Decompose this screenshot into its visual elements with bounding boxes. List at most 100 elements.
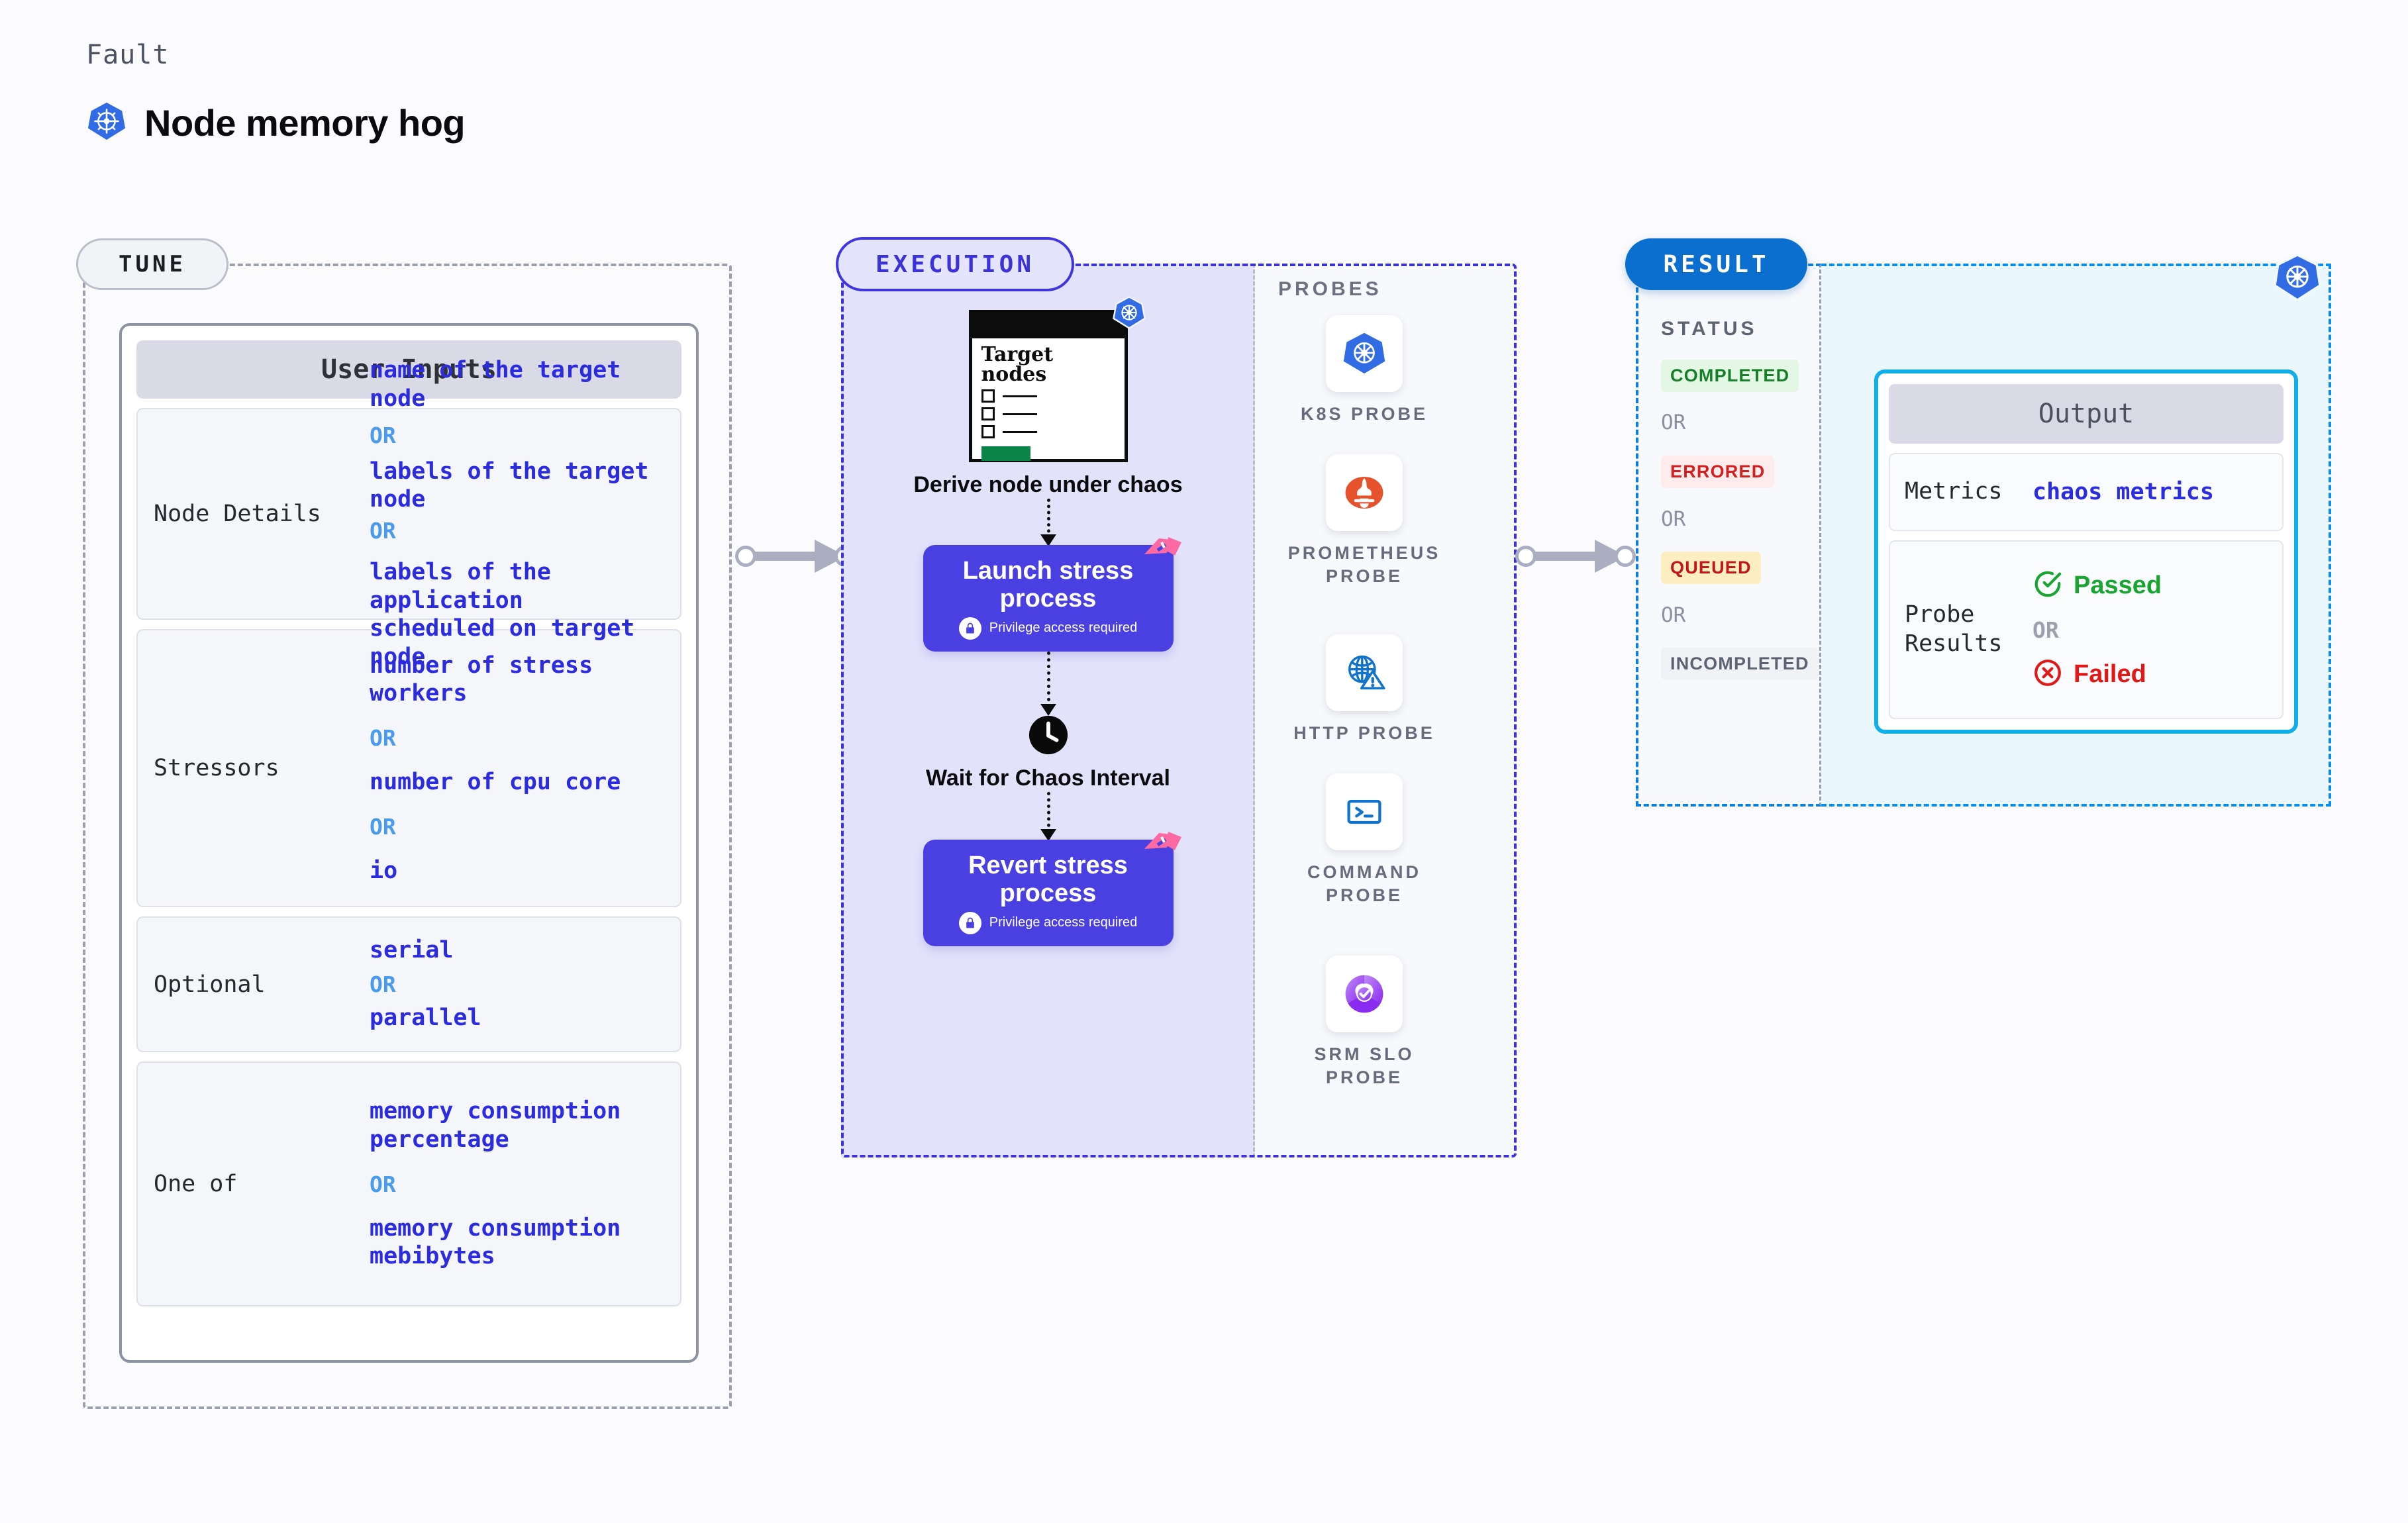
row-label: Node Details bbox=[154, 501, 321, 527]
user-inputs-title: User Inputs bbox=[136, 340, 681, 399]
probe-http[interactable]: HTTP PROBE bbox=[1278, 634, 1450, 745]
tune-dashed-border bbox=[83, 264, 732, 1409]
check-circle-icon bbox=[2032, 569, 2063, 603]
row-values: serial OR parallel bbox=[370, 936, 680, 1032]
status-badge-incompleted: INCOMPLETED bbox=[1661, 648, 1819, 680]
clock-icon bbox=[1028, 714, 1069, 756]
arrow-line bbox=[1046, 651, 1050, 714]
probe-result-passed: Passed bbox=[2032, 569, 2282, 603]
status-badge-completed: COMPLETED bbox=[1661, 360, 1799, 392]
row-values: number of stress workers OR number of cp… bbox=[370, 652, 680, 885]
row-values: memory consumption percentage OR memory … bbox=[370, 1097, 680, 1271]
or-separator: OR bbox=[370, 518, 396, 544]
privilege-note-text: Privilege access required bbox=[989, 915, 1138, 930]
value-text: number of cpu core bbox=[370, 769, 621, 795]
or-separator: OR bbox=[2032, 616, 2059, 643]
user-inputs-card: User Inputs Node Details name of the tar… bbox=[119, 323, 699, 1363]
or-separator: OR bbox=[370, 725, 396, 751]
kubernetes-icon bbox=[1112, 295, 1146, 333]
lock-icon bbox=[958, 911, 981, 934]
output-row-value: Passed OR Failed bbox=[2032, 569, 2282, 691]
line-placeholder bbox=[1002, 413, 1037, 415]
metrics-value: chaos metrics bbox=[2032, 478, 2214, 505]
green-status-bar bbox=[981, 446, 1030, 461]
output-title: Output bbox=[1889, 384, 2283, 444]
output-card: Output Metrics chaos metrics Probe Resul… bbox=[1874, 369, 2298, 734]
privilege-note-text: Privilege access required bbox=[989, 620, 1138, 636]
lock-icon bbox=[958, 616, 981, 640]
probe-label: PROMETHEUS PROBE bbox=[1287, 543, 1441, 587]
card-titlebar bbox=[972, 313, 1125, 338]
input-row-node-details: Node Details name of the target node OR … bbox=[136, 357, 681, 670]
value-text: io bbox=[370, 857, 398, 884]
fault-title: Node memory hog bbox=[144, 102, 466, 144]
value-text: parallel bbox=[370, 1005, 481, 1031]
or-separator: OR bbox=[370, 1171, 396, 1197]
or-separator: OR bbox=[1661, 507, 1686, 531]
result-section: RESULT STATUS COMPLETED OR ERRORED OR QU… bbox=[1625, 238, 2331, 807]
or-separator: OR bbox=[1661, 411, 1686, 434]
status-label: STATUS bbox=[1661, 318, 1758, 340]
row-label: Optional bbox=[154, 971, 266, 998]
revert-stress-process-title: Revert stress process bbox=[968, 851, 1128, 908]
connector-execution-result bbox=[1515, 540, 1642, 573]
connector-dot-left bbox=[1515, 546, 1536, 567]
connector-tune-execution bbox=[735, 540, 856, 573]
input-row-stressors: Stressors number of stress workers OR nu… bbox=[136, 629, 681, 907]
fault-title-row: Node memory hog bbox=[86, 101, 466, 145]
probe-prometheus[interactable]: PROMETHEUS PROBE bbox=[1278, 454, 1450, 588]
probe-k8s[interactable]: K8S PROBE bbox=[1278, 315, 1450, 426]
tune-pill-label: TUNE bbox=[76, 238, 228, 290]
passed-text: Passed bbox=[2074, 571, 2162, 599]
row-label: One of bbox=[154, 1171, 238, 1197]
kubernetes-icon bbox=[2272, 252, 2323, 303]
status-badge-errored: ERRORED bbox=[1661, 456, 1775, 488]
execution-dashed-border bbox=[841, 264, 1517, 1157]
launch-stress-process-card[interactable]: Launch stress process Privilege access r… bbox=[923, 536, 1181, 652]
value-text: number of stress workers bbox=[370, 652, 593, 707]
privilege-note: Privilege access required bbox=[930, 911, 1167, 934]
input-row-one-of: One of memory consumption percentage OR … bbox=[136, 1061, 681, 1306]
prometheus-icon bbox=[1326, 454, 1403, 531]
fault-label: Fault bbox=[86, 40, 170, 70]
arrow-head bbox=[1040, 703, 1056, 716]
checklist-item bbox=[972, 407, 1125, 420]
value-text: labels of the application scheduled on t… bbox=[370, 559, 635, 671]
execution-flow: Target nodes bbox=[841, 264, 1255, 946]
probe-label: K8S PROBE bbox=[1300, 404, 1429, 424]
value-text: memory consumption percentage bbox=[370, 1098, 621, 1153]
connector-dot-right bbox=[1615, 546, 1636, 567]
connector-bar bbox=[1530, 552, 1601, 561]
connector-dot-left bbox=[735, 546, 756, 567]
slo-gauge-icon bbox=[1326, 956, 1403, 1032]
probe-srm-slo[interactable]: SRM SLO PROBE bbox=[1278, 956, 1450, 1089]
checkbox-icon bbox=[981, 389, 995, 403]
or-separator: OR bbox=[370, 813, 396, 840]
target-nodes-card: Target nodes bbox=[968, 296, 1146, 462]
line-placeholder bbox=[1002, 395, 1037, 397]
output-row-metrics: Metrics chaos metrics bbox=[1889, 453, 2283, 531]
status-badge-queued: QUEUED bbox=[1661, 552, 1761, 584]
row-label: Stressors bbox=[154, 755, 279, 781]
or-separator: OR bbox=[370, 971, 396, 997]
revert-stress-process-card[interactable]: Revert stress process Privilege access r… bbox=[923, 831, 1181, 946]
checklist-item bbox=[972, 425, 1125, 438]
value-text: name of the target node bbox=[370, 357, 621, 412]
probe-label: COMMAND PROBE bbox=[1307, 862, 1421, 906]
probe-result-failed: Failed bbox=[2032, 658, 2282, 691]
checkbox-icon bbox=[981, 407, 995, 420]
output-row-label: Probe Results bbox=[1905, 601, 2003, 657]
derive-node-caption: Derive node under chaos bbox=[913, 472, 1183, 497]
wait-chaos-caption: Wait for Chaos Interval bbox=[925, 765, 1171, 791]
value-text: labels of the target node bbox=[370, 458, 649, 513]
or-separator: OR bbox=[370, 422, 396, 448]
privilege-note: Privilege access required bbox=[930, 616, 1167, 640]
result-status-panel bbox=[1636, 264, 1821, 807]
arrow-head bbox=[1040, 828, 1056, 841]
output-row-probe-results: Probe Results Passed OR bbox=[1889, 540, 2283, 719]
output-row-value: chaos metrics bbox=[2032, 478, 2282, 507]
probe-command[interactable]: COMMAND PROBE bbox=[1278, 773, 1450, 907]
flow-arrow bbox=[1040, 498, 1056, 546]
globe-warning-icon bbox=[1326, 634, 1403, 711]
launch-stress-process-title: Launch stress process bbox=[962, 556, 1134, 613]
